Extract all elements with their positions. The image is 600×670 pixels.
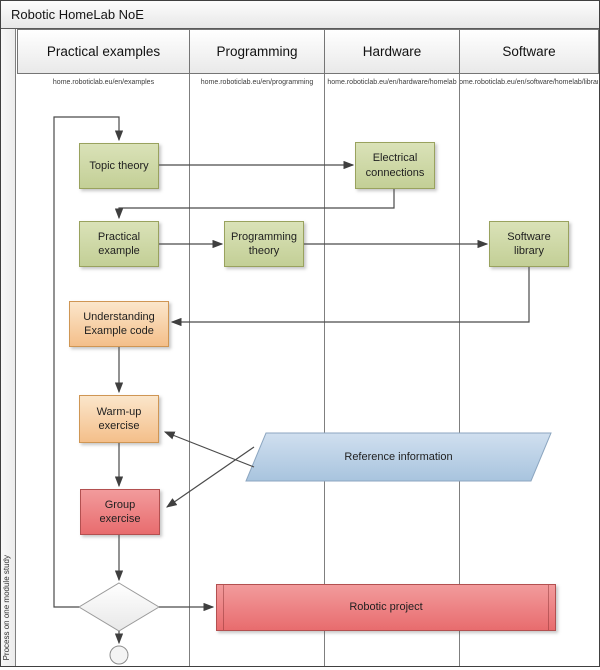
node-group-exercise: Group exercise — [80, 489, 160, 535]
lane-divider-2 — [324, 74, 325, 666]
lane-header-software: Software — [459, 29, 599, 74]
node-warmup-exercise: Warm-up exercise — [79, 395, 159, 443]
lane-url-hardware: home.roboticlab.eu/en/hardware/homelab — [327, 78, 457, 86]
lane-header-programming: Programming — [189, 29, 325, 74]
lane-header-practical-examples: Practical examples — [17, 29, 190, 74]
lane-divider-1 — [189, 74, 190, 666]
connector-software-library-to-understanding — [170, 267, 530, 327]
lane-url-practical-examples: home.roboticlab.eu/en/examples — [52, 78, 155, 86]
node-topic-theory: Topic theory — [79, 143, 159, 189]
pool-title: Robotic HomeLab NoE — [1, 1, 599, 29]
connector-reference-to-warmup — [163, 431, 255, 468]
lane-divider-3 — [459, 74, 460, 666]
decision-diamond — [78, 582, 160, 632]
pool-label: Process on one module study — [2, 554, 11, 660]
node-robotic-project: Robotic project — [216, 584, 556, 631]
lane-header-hardware: Hardware — [324, 29, 460, 74]
node-reference-information: Reference information — [246, 433, 551, 481]
lane-url-programming: home.roboticlab.eu/en/programming — [200, 78, 314, 86]
node-electrical-connections: Electrical connections — [355, 142, 435, 189]
pool-label-strip: Process on one module study — [1, 29, 16, 666]
node-practical-example: Practical example — [79, 221, 159, 267]
reference-information-label: Reference information — [344, 450, 453, 463]
node-software-library: Software library — [489, 221, 569, 267]
connector-reference-to-group — [166, 446, 255, 508]
node-programming-theory: Programming theory — [224, 221, 304, 267]
lane-url-software: home.roboticlab.eu/en/software/homelab/l… — [460, 78, 598, 86]
node-understanding-example-code: Understanding Example code — [69, 301, 169, 347]
end-circle — [109, 645, 129, 665]
connector-electrical-to-practical — [114, 189, 395, 220]
